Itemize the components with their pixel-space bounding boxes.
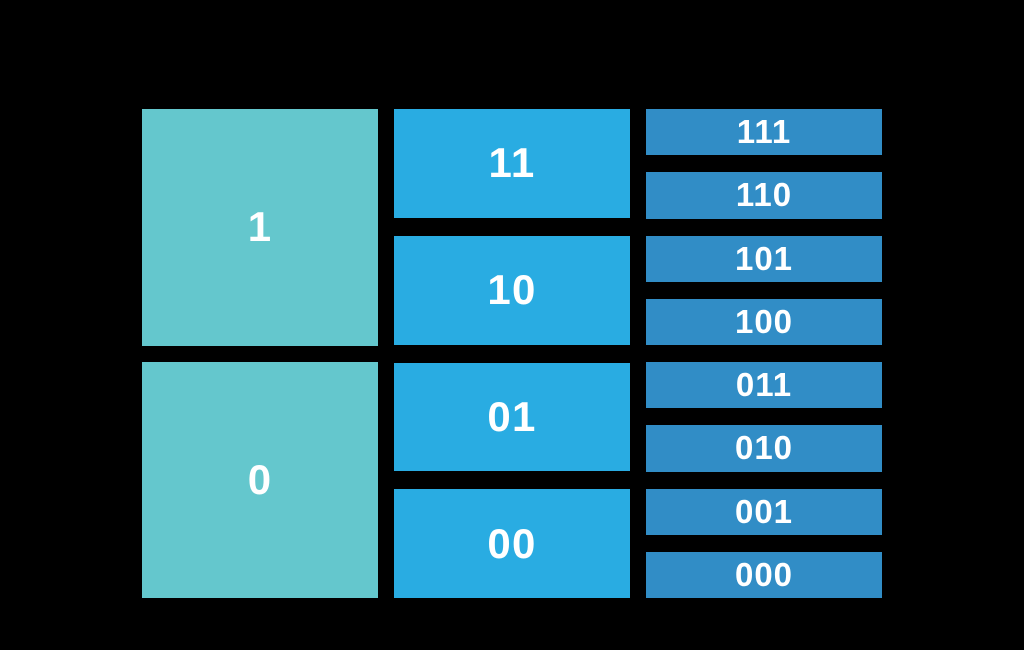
- cell-3bit-010: 010: [646, 425, 882, 472]
- column-one-bit: 1 0: [142, 109, 378, 598]
- cell-1bit-0: 0: [142, 361, 378, 598]
- cell-3bit-101: 101: [646, 235, 882, 282]
- cell-3bit-001: 001: [646, 488, 882, 535]
- cell-2bit-11: 11: [394, 109, 630, 218]
- cell-3bit-000: 000: [646, 551, 882, 598]
- cell-2bit-01: 01: [394, 362, 630, 472]
- column-three-bit: 111 110 101 100 011 010 001 000: [646, 109, 882, 598]
- cell-2bit-00: 00: [394, 489, 630, 598]
- cell-3bit-111: 111: [646, 109, 882, 156]
- column-two-bit: 11 10 01 00: [394, 109, 630, 598]
- cell-3bit-011: 011: [646, 362, 882, 409]
- cell-3bit-100: 100: [646, 298, 882, 345]
- cell-3bit-110: 110: [646, 172, 882, 219]
- cell-2bit-10: 10: [394, 235, 630, 345]
- binary-combinations-diagram: 1 0 11 10 01 00 111 110 101 100 011 010 …: [142, 109, 882, 598]
- cell-1bit-1: 1: [142, 109, 378, 346]
